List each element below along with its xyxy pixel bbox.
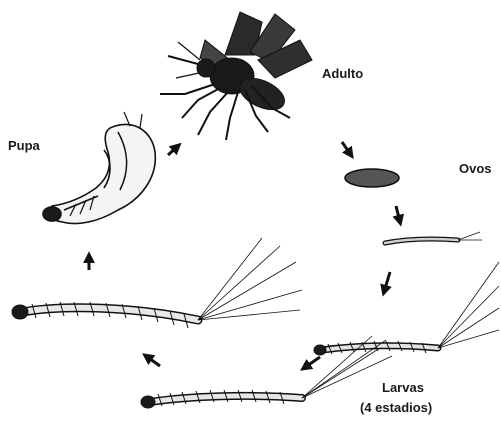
label-pupa: Pupa: [8, 138, 40, 153]
arrow-larva-stage2-to-3: [304, 357, 320, 368]
larva-stage-2: [314, 262, 499, 355]
larva-stage-4: [12, 238, 302, 328]
egg: [345, 169, 399, 187]
arrow-adult-to-eggs: [342, 142, 351, 155]
adult-mosquito: [160, 12, 312, 140]
arrow-larva-stage3-to-4: [146, 356, 160, 366]
label-adult: Adulto: [322, 66, 363, 81]
arrow-larva-stage1-to-2: [384, 272, 390, 292]
arrow-pupa-to-adult: [168, 146, 178, 155]
arrow-eggs-to-larva: [396, 206, 400, 222]
label-eggs: Ovos: [459, 161, 492, 176]
label-larvae: Larvas: [382, 380, 424, 395]
larva-stage-1: [385, 232, 482, 243]
label-larval-stages: (4 estadios): [360, 400, 432, 415]
pupa: [43, 112, 155, 224]
